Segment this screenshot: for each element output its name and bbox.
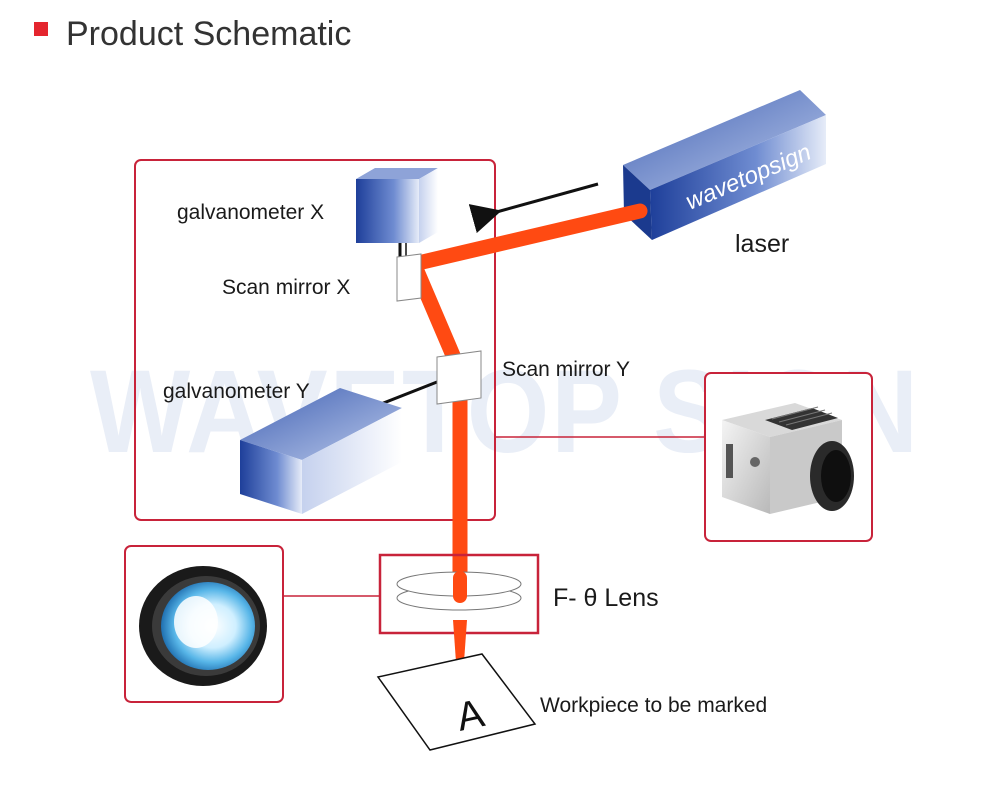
galvanometer-y: [240, 380, 438, 514]
scanner-frame: [134, 159, 496, 521]
square-bullet-icon: [34, 22, 48, 36]
scan-mirror-x-label: Scan mirror X: [222, 276, 350, 299]
galvanometer-x-label: galvanometer X: [177, 201, 324, 224]
laser-beam: [406, 203, 648, 598]
laser-source: wavetopsign: [623, 90, 826, 240]
galvanometer-y-label: galvanometer Y: [163, 380, 310, 403]
laser-label: laser: [735, 230, 789, 258]
focused-beam: [453, 620, 467, 690]
arrow-icon: [468, 182, 599, 234]
scan-mirror-y-label: Scan mirror Y: [502, 358, 630, 381]
workpiece-sheet: [376, 653, 537, 751]
scan-mirror-y: [436, 350, 482, 405]
galvo-scanner-photo: [722, 403, 854, 514]
workpiece-label: Workpiece to be marked: [540, 694, 767, 717]
scan-mirror-x: [396, 253, 422, 302]
galvanometer-x: [356, 168, 438, 258]
page-title: Product Schematic: [66, 15, 351, 53]
f-theta-lens-label: F- θ Lens: [553, 584, 659, 612]
lens-photo: [139, 566, 267, 686]
